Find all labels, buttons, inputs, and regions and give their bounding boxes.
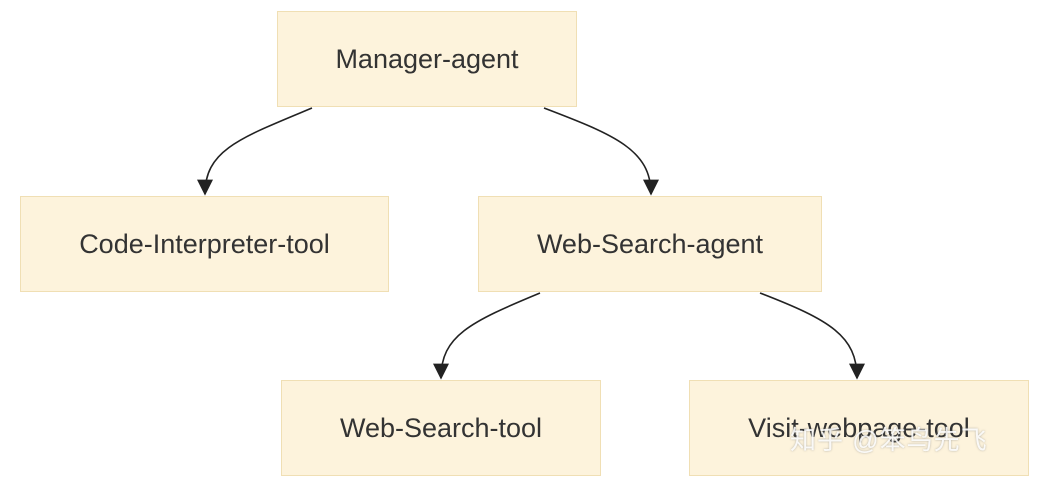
node-label: Web-Search-tool [339,412,543,443]
watermark-text: 知乎 @笨鸟先飞 [790,425,988,455]
node-label: Code-Interpreter-tool [79,228,330,259]
node-label: Visit-webpage-tool [748,412,970,443]
edge-manager-to-code-interpreter [197,107,313,196]
node-web-search-tool: Web-Search-tool [281,380,601,476]
edge-web-search-agent-to-visit-webpage-tool [759,292,865,380]
edge-web-search-agent-to-web-search-tool [433,292,541,380]
node-visit-webpage-tool: Visit-webpage-tool [689,380,1029,476]
node-web-search-agent: Web-Search-agent [478,196,822,292]
node-label: Web-Search-agent [536,228,764,259]
edge-manager-to-web-search-agent [543,107,659,196]
node-manager-agent: Manager-agent [277,11,577,107]
node-code-interpreter-tool: Code-Interpreter-tool [20,196,389,292]
node-label: Manager-agent [335,43,519,74]
